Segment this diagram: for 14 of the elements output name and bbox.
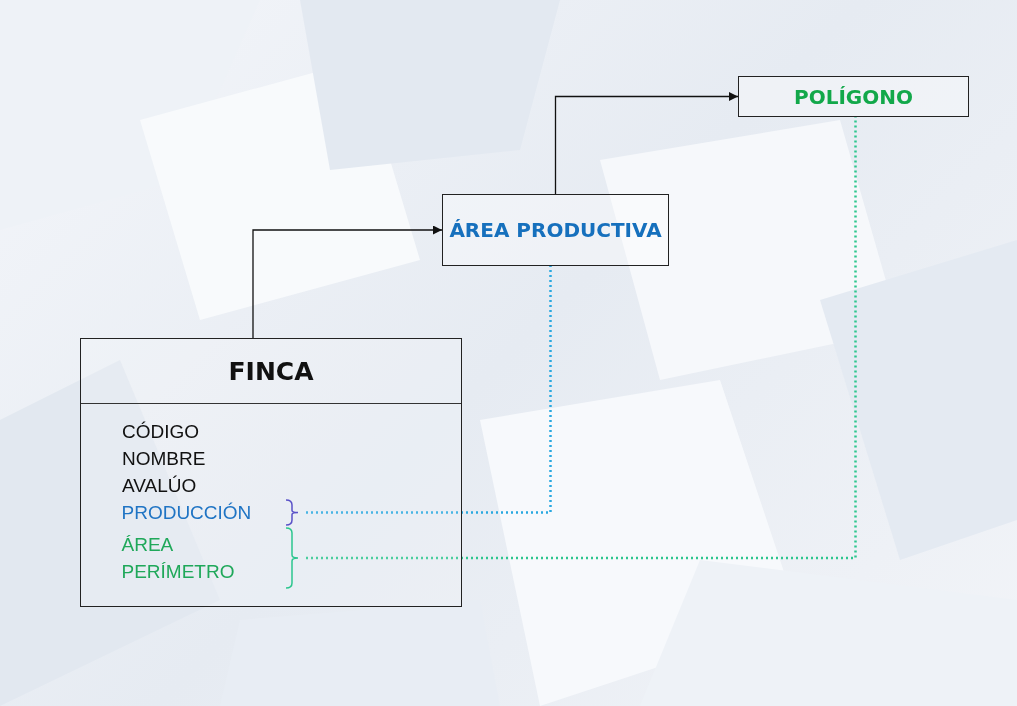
attribute-label: NOMBRE: [122, 447, 206, 471]
entity-box: ÁREA PRODUCTIVA: [442, 194, 669, 266]
attribute-label: CÓDIGO: [122, 420, 201, 444]
attribute-label: AVALÚO: [122, 474, 198, 498]
arrow: [252, 225, 443, 339]
dotted-connector: [306, 266, 552, 514]
dotted-connector: [306, 117, 857, 560]
entity-box: POLÍGONO: [738, 76, 969, 117]
attribute-label: PERÍMETRO: [121, 559, 235, 584]
arrow: [554, 92, 739, 195]
attribute-label: ÁREA: [121, 532, 175, 557]
attribute-label: PRODUCCIÓN: [121, 500, 252, 525]
class-box: [80, 338, 462, 607]
class-title: FINCA: [228, 356, 314, 386]
